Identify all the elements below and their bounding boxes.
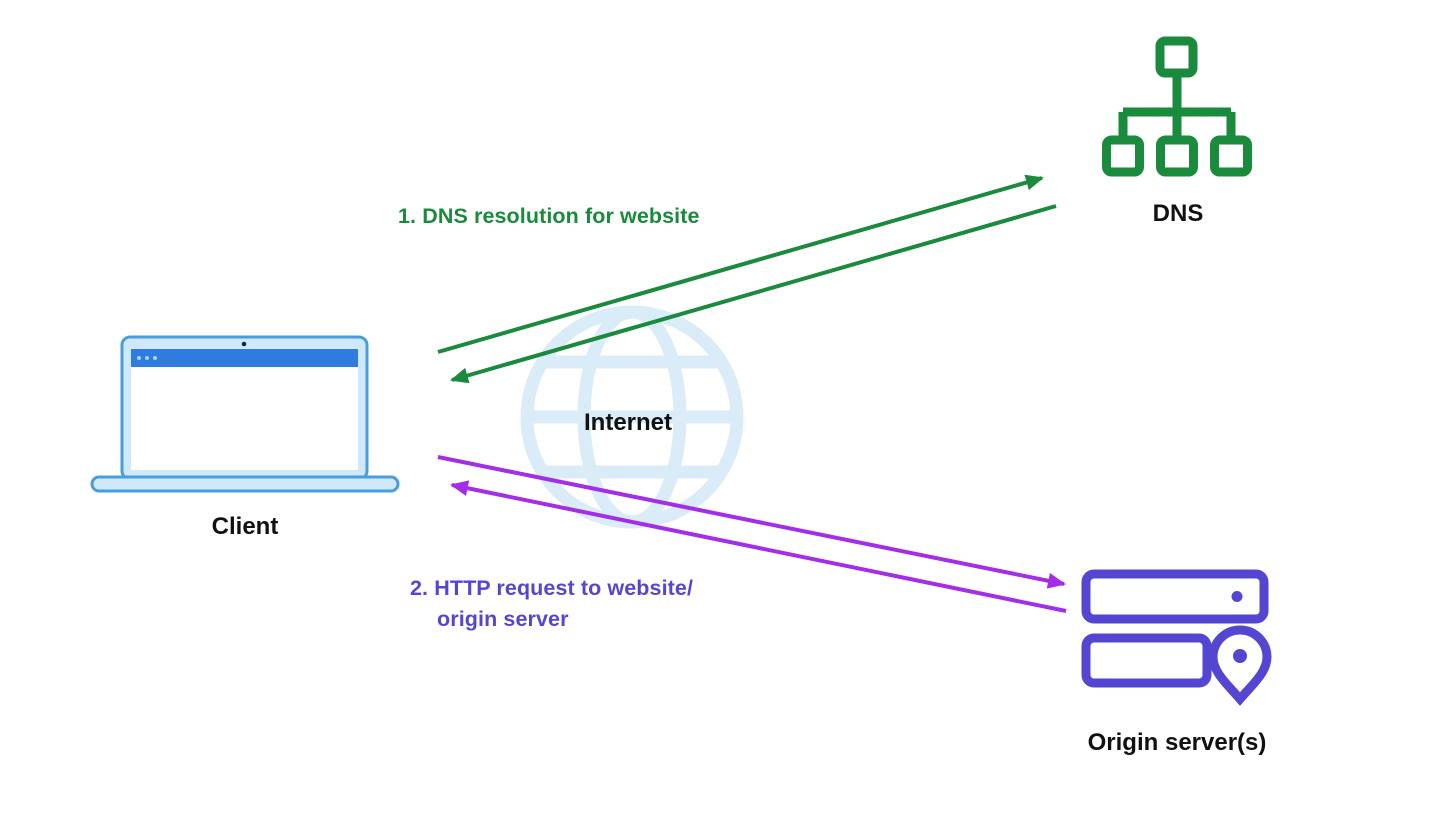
internet-label: Internet xyxy=(583,409,673,436)
dns-resolution-step-label: 1. DNS resolution for website xyxy=(398,204,700,228)
dns-resolution-arrows xyxy=(437,174,1057,384)
laptop-camera-dot xyxy=(241,341,247,347)
dns-label: DNS xyxy=(1152,200,1204,227)
origin-server-label: Origin server(s) xyxy=(1087,729,1267,756)
laptop-window-dots xyxy=(137,356,157,360)
http-request-step-label-line1: 2. HTTP request to website/ xyxy=(410,576,694,600)
client-label: Client xyxy=(211,513,279,540)
location-pin-icon xyxy=(1208,625,1272,706)
dns-tree-icon xyxy=(1102,36,1252,177)
origin-server-icon xyxy=(1081,569,1272,706)
http-request-step-label-line2: origin server xyxy=(437,607,569,631)
http-request-arrows xyxy=(437,455,1067,613)
client-laptop-icon xyxy=(90,335,400,493)
